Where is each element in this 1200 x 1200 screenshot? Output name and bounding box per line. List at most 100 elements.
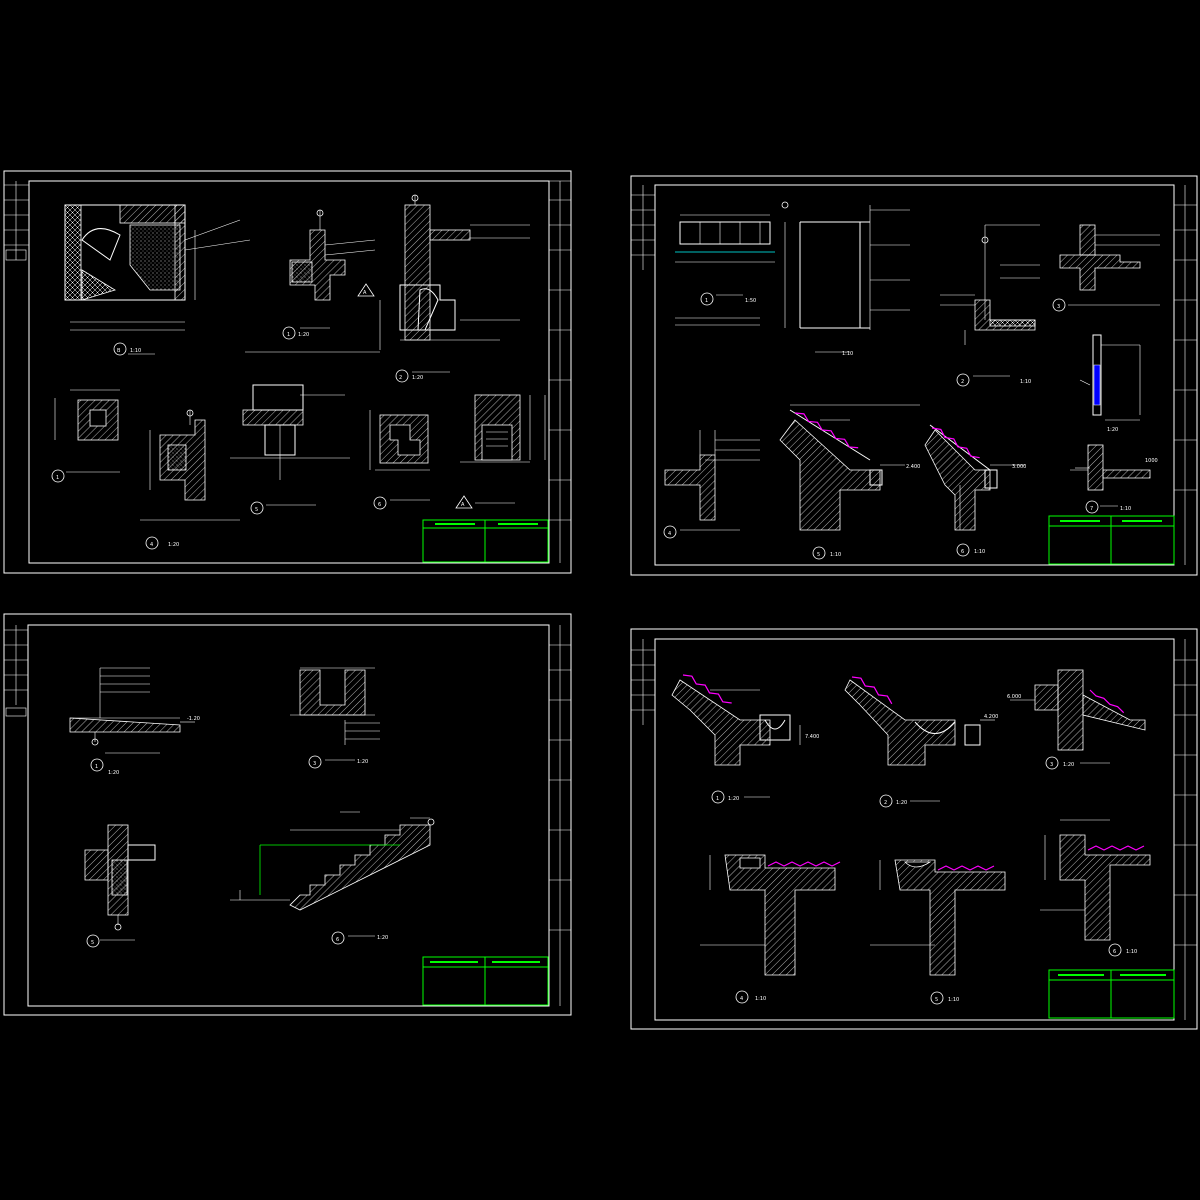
ramp-level: -1.20 xyxy=(187,716,200,722)
left-title-strip xyxy=(631,639,655,725)
detail-4-marker: 4 xyxy=(668,531,671,537)
right-title-strip xyxy=(1174,185,1197,565)
window-scale: 1:20 xyxy=(1107,427,1118,433)
detail-5-marker: 5 xyxy=(935,997,938,1003)
detail-3-section: 3 xyxy=(1052,224,1160,312)
detail-6-section: 6 xyxy=(369,410,430,510)
detail-1-scale: 1:20 xyxy=(728,796,739,802)
detail-2-balcony: 2 1:10 xyxy=(940,224,1040,387)
detail-5-marker: 5 xyxy=(255,507,258,513)
drawing-border xyxy=(654,184,1175,566)
elevation-scale: 1:10 xyxy=(842,351,853,357)
detail-3-scale: 1:20 xyxy=(1063,762,1074,768)
sheet-frame xyxy=(3,170,572,574)
detail-2-marker: 2 xyxy=(399,375,402,381)
detail-1-section: 1 1:20 xyxy=(282,209,376,340)
detail-1-scale: 1:20 xyxy=(298,332,309,338)
detail-1-marker: 1 xyxy=(95,764,98,770)
detail-5-scale: 1:10 xyxy=(830,552,841,558)
detail-4-marker: 4 xyxy=(150,542,153,548)
sheet-top-right: 1 1:50 1:10 xyxy=(630,175,1198,576)
detail-3-trench: 3 1:20 xyxy=(290,667,380,769)
window-detail: 1:20 xyxy=(1079,334,1141,433)
detail-6-marker: 6 xyxy=(1113,949,1116,955)
detail-1b-marker: 1 xyxy=(56,475,59,481)
detail-2-scale: 1:20 xyxy=(412,375,423,381)
detail-6-marker: 6 xyxy=(961,549,964,555)
detail-5-level: 2.400 xyxy=(906,464,920,470)
detail-6-scale: 1:20 xyxy=(377,935,388,941)
detail-4-scale: 1:20 xyxy=(168,542,179,548)
detail-1-scale: 1:50 xyxy=(745,298,756,304)
sheet-bottom-right: 7.400 1 1:20 4.200 2 1:20 6.000 xyxy=(630,628,1198,1030)
detail-2-level: 4.200 xyxy=(984,714,998,720)
detail-4-section: 4 xyxy=(663,430,760,539)
detail-5-section: 5 1:10 xyxy=(870,859,1006,1005)
left-title-strip xyxy=(4,625,28,717)
detail-3-marker: 3 xyxy=(1057,304,1060,310)
detail-3-scale: 1:20 xyxy=(357,759,368,765)
detail-1-marker: 1 xyxy=(716,796,719,802)
right-title-strip xyxy=(549,180,571,563)
sheet-top-left: B 1:10 1 1:20 xyxy=(3,170,572,574)
detail-3-section: 6.000 3 1:20 xyxy=(1007,669,1146,770)
sheet-bottom-left: -1.20 1 1:20 3 1:20 xyxy=(3,613,572,1016)
detail-6-marker: 6 xyxy=(336,937,339,943)
drawing-border xyxy=(28,180,550,564)
title-block xyxy=(422,956,549,1006)
detail-4-section: 4 1:20 xyxy=(140,409,240,550)
title-block xyxy=(422,519,549,563)
detail-5-section: 5 xyxy=(84,824,156,948)
detail-1-vent: 1 xyxy=(51,389,120,483)
detail-7-dim: 1000 xyxy=(1145,458,1158,464)
detail-5-marker: 5 xyxy=(91,940,94,946)
drawing-border xyxy=(27,624,550,1007)
detail-3-marker: 3 xyxy=(313,761,316,767)
left-title-strip xyxy=(4,181,29,261)
detail-4-scale: 1:10 xyxy=(755,996,766,1002)
detail-6-eave: 3.000 6 1:10 xyxy=(924,424,1026,557)
detail-6-marker: 6 xyxy=(378,502,381,508)
detail-1-gutter: 7.400 1 1:20 xyxy=(671,674,819,804)
section-elevation: 1:10 xyxy=(781,201,920,406)
detail-1-scale: 1:20 xyxy=(108,770,119,776)
detail-2-marker: 2 xyxy=(884,800,887,806)
detail-7-scale: 1:10 xyxy=(1120,506,1131,512)
detail-2-marker: 2 xyxy=(961,379,964,385)
detail-1-marker: 1 xyxy=(287,332,290,338)
detail-5-scale: 1:10 xyxy=(948,997,959,1003)
detail-2-gutter: 4.200 2 1:20 xyxy=(844,676,998,808)
detail-1-ramp: -1.20 1 1:20 xyxy=(69,667,200,776)
detail-B: B 1:10 xyxy=(64,204,251,356)
detail-A2-marker: A xyxy=(461,502,465,508)
detail-6-level: 3.000 xyxy=(1012,464,1026,470)
detail-2-scale: 1:10 xyxy=(1020,379,1031,385)
drawing-border xyxy=(654,638,1175,1021)
detail-1-level: 7.400 xyxy=(805,734,819,740)
detail-4-marker: 4 xyxy=(740,996,743,1002)
detail-3-level: 6.000 xyxy=(1007,694,1021,700)
detail-2-section: A 2 1:20 xyxy=(357,194,530,383)
detail-5-marker: 5 xyxy=(817,552,820,558)
detail-B-marker: B xyxy=(117,348,121,354)
left-title-strip xyxy=(631,185,655,270)
detail-7-marker: 7 xyxy=(1090,506,1093,512)
detail-3-marker: 3 xyxy=(1050,762,1053,768)
sheet-frame xyxy=(3,613,572,1016)
detail-1-marker: 1 xyxy=(705,298,708,304)
sheet-frame xyxy=(630,175,1198,576)
detail-7-section: 7 1:10 1000 xyxy=(1070,444,1158,514)
detail-6-scale: 1:10 xyxy=(974,549,985,555)
detail-6-section: 6 1:10 xyxy=(1040,819,1151,957)
title-block xyxy=(1048,515,1175,565)
title-block xyxy=(1048,969,1175,1019)
detail-B-scale: 1:10 xyxy=(130,348,141,354)
detail-4-section: 4 1:10 xyxy=(700,854,841,1004)
right-title-strip xyxy=(549,625,571,1006)
detail-6-scale: 1:10 xyxy=(1126,949,1137,955)
sheet-frame xyxy=(630,628,1198,1030)
detail-6-stairs: 6 1:20 xyxy=(230,811,435,945)
detail-1-railing: 1 1:50 xyxy=(675,214,775,326)
detail-A-marker: A xyxy=(363,290,367,296)
